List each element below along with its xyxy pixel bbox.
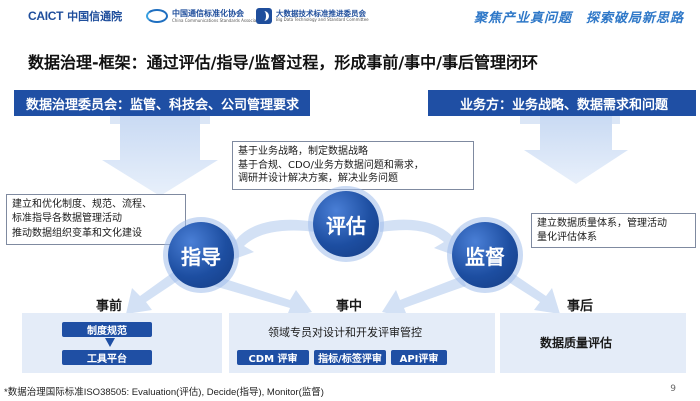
monitor-line-1: 建立数据质量体系，管理活动	[537, 218, 667, 229]
metric-tag-review-pill: 指标/标签评审	[314, 350, 386, 365]
arrow-monitor-to-during	[382, 276, 466, 318]
monitor-line-2: 量化评估体系	[537, 231, 597, 243]
ccsa-logo: 中国通信标准化协会 China Communications Standards…	[146, 6, 264, 26]
right-down-arrow	[524, 116, 628, 184]
direct-line-2: 标准指导各数据管理活动	[12, 212, 122, 224]
arrow-evaluate-to-monitor	[380, 219, 462, 258]
bigdata-name-en: Big Data Technology and Standard Committ…	[276, 17, 369, 23]
direct-line-1: 建立和优化制度、规范、流程、	[12, 199, 152, 210]
arrow-evaluate-to-direct	[226, 219, 316, 262]
phase-after-box	[500, 313, 686, 373]
tool-platform-pill: 工具平台	[62, 350, 152, 365]
policy-standards-pill: 制度规范	[62, 322, 152, 337]
bigdata-name-cn: 大数据技术标准推进委员会	[276, 8, 366, 18]
slogan-part-2: 探索破局新思路	[585, 11, 684, 26]
ccsa-name-en: China Communications Standards Associati…	[172, 17, 264, 23]
arrow-direct-to-during	[214, 276, 312, 318]
monitor-callout: 建立数据质量体系，管理活动 量化评估体系	[531, 213, 696, 248]
direct-line-3: 推动数据组织变革和文化建设	[12, 228, 142, 239]
ccsa-logo-icon	[146, 9, 168, 23]
api-review-pill: API评审	[391, 350, 447, 365]
direct-callout: 建立和优化制度、规范、流程、 标准指导各数据管理活动 推动数据组织变革和文化建设	[6, 194, 186, 245]
footnote: *数据治理国际标准ISO38505: Evaluation(评估), Decid…	[4, 387, 324, 398]
after-description: 数据质量评估	[540, 336, 613, 350]
arrow-monitor-to-after	[502, 270, 560, 314]
monitor-circle: 监督	[452, 222, 518, 288]
phase-before-label: 事前	[96, 299, 123, 314]
arrow-direct-to-before	[126, 270, 182, 314]
page-number: 9	[670, 384, 676, 394]
slogan: 聚焦产业真问题探索破局新思路	[474, 7, 684, 26]
left-down-arrow	[102, 116, 218, 196]
caict-mark: CAICT	[28, 9, 64, 23]
caict-name: 中国信通院	[67, 10, 123, 23]
header-bar: CAICT 中国信通院 中国通信标准化协会 China Communicatio…	[0, 0, 700, 34]
ccsa-name-cn: 中国通信标准化协会	[172, 8, 244, 18]
phase-during-label: 事中	[336, 299, 363, 314]
evaluate-line-3: 调研并设计解决方案，解决业务问题	[238, 173, 398, 184]
evaluate-line-2: 基于合规、CDO/业务方数据问题和需求，	[238, 159, 424, 171]
bigdata-committee-logo: 大数据技术标准推进委员会 Big Data Technology and Sta…	[256, 6, 369, 26]
evaluate-callout: 基于业务战略，制定数据战略 基于合规、CDO/业务方数据问题和需求， 调研并设计…	[232, 141, 474, 190]
during-description: 领域专员对设计和开发评审管控	[268, 326, 422, 339]
page-title: 数据治理-框架：通过评估/指导/监督过程，形成事前/事中/事后管理闭环	[28, 53, 539, 72]
evaluate-line-1: 基于业务战略，制定数据战略	[238, 146, 368, 157]
business-side-band: 业务方：业务战略、数据需求和问题	[428, 90, 696, 116]
caict-logo: CAICT 中国信通院	[28, 6, 122, 26]
evaluate-circle: 评估	[313, 191, 379, 257]
cdm-review-pill: CDM 评审	[237, 350, 309, 365]
down-arrow-icon	[105, 338, 115, 347]
governance-committee-band: 数据治理委员会：监管、科技会、公司管理要求	[14, 90, 310, 116]
bigdata-logo-icon	[256, 8, 272, 24]
direct-circle: 指导	[168, 222, 234, 288]
slogan-part-1: 聚焦产业真问题	[473, 11, 572, 26]
phase-after-label: 事后	[567, 299, 594, 314]
